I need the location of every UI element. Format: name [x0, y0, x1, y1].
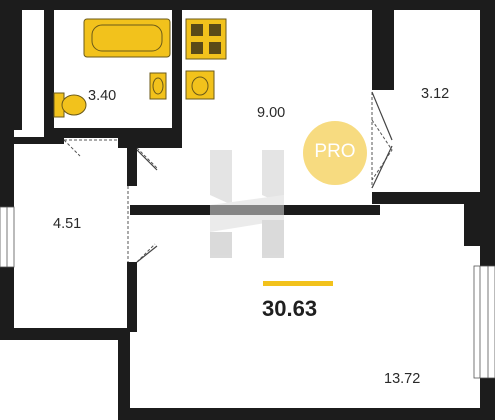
room-area-loggia: 3.12 — [421, 86, 450, 102]
pro-badge: PRO — [303, 121, 367, 185]
window-right — [473, 265, 495, 379]
toilet-icon — [53, 92, 87, 118]
room-area-living-room: 13.72 — [384, 371, 421, 387]
room-area-bathroom: 3.40 — [88, 88, 117, 104]
pro-badge-text: PRO — [314, 141, 356, 162]
stove-icon — [185, 18, 227, 60]
total-area-underline — [263, 281, 333, 286]
washbasin-icon — [149, 72, 167, 100]
letter-h-logo-icon — [210, 150, 284, 258]
door-leaves — [136, 91, 393, 263]
room-area-hallway: 4.51 — [53, 216, 82, 232]
total-area: 30.63 — [262, 296, 318, 321]
bathtub-icon — [83, 18, 171, 58]
window-left — [0, 206, 15, 268]
kitchen-sink-icon — [185, 70, 215, 100]
room-area-kitchen: 9.00 — [257, 105, 286, 121]
doors — [63, 92, 393, 263]
